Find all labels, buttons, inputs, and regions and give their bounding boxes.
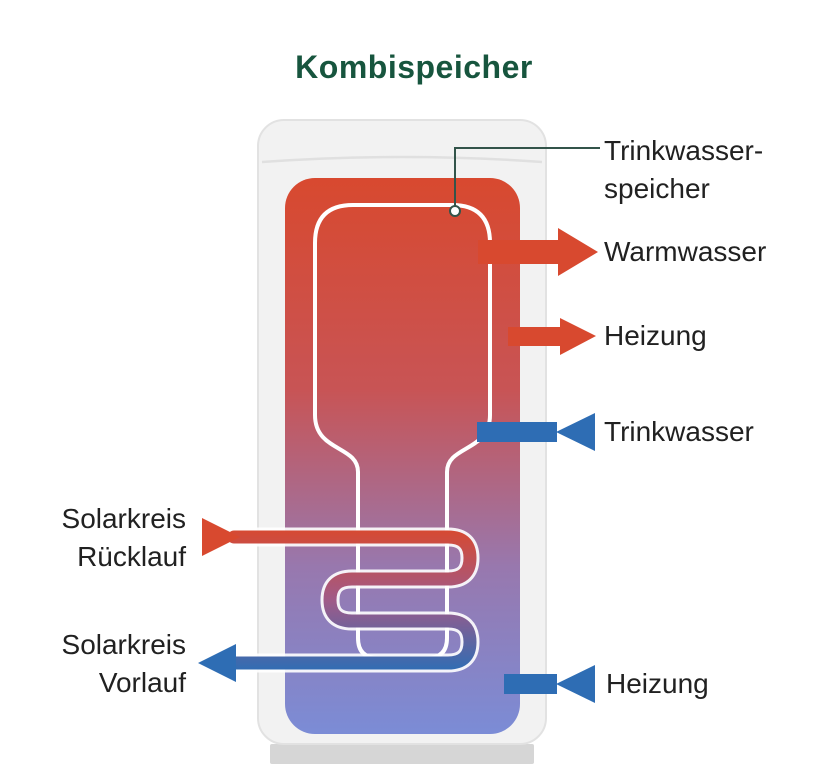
- heating-supply-arrow-shaft: [508, 327, 560, 346]
- label-solarkreis-ruecklauf-line2: Rücklauf: [77, 541, 186, 572]
- label-trinkwasserspeicher-line1: Trinkwasser-: [604, 135, 764, 166]
- label-solarkreis-vorlauf-line1: Solarkreis: [61, 629, 186, 660]
- label-heizung-supply: Heizung: [604, 320, 707, 351]
- heating-return-arrow: [504, 665, 595, 703]
- heating-supply-arrow: [508, 318, 596, 355]
- label-warmwasser: Warmwasser: [604, 236, 767, 267]
- label-trinkwasserspeicher: Trinkwasser- speicher: [604, 132, 763, 208]
- solar-coil: [227, 530, 477, 670]
- solar-flow-arrowhead: [198, 644, 236, 682]
- heating-return-arrow-shaft: [504, 674, 557, 694]
- label-solarkreis-vorlauf-line2: Vorlauf: [98, 667, 186, 698]
- label-trinkwasser: Trinkwasser: [604, 416, 754, 447]
- drinking-water-arrowhead: [556, 413, 595, 451]
- solar-return-arrowhead: [202, 518, 240, 556]
- leader-line: [454, 147, 600, 206]
- label-solarkreis-ruecklauf-line1: Solarkreis: [61, 503, 186, 534]
- label-heizung-return: Heizung: [606, 668, 709, 699]
- warmwasser-arrow-shaft: [478, 240, 558, 264]
- diagram-title: Kombispeicher: [295, 49, 533, 85]
- temperature-gradient-body: [285, 178, 520, 734]
- leader-dot: [449, 205, 461, 217]
- drinking-water-arrow: [477, 413, 595, 451]
- label-solarkreis-vorlauf: Solarkreis Vorlauf: [62, 626, 186, 702]
- heating-return-arrowhead: [556, 665, 595, 703]
- label-solarkreis-ruecklauf: Solarkreis Rücklauf: [62, 500, 186, 576]
- tank-base: [270, 744, 534, 764]
- label-trinkwasserspeicher-line2: speicher: [604, 173, 710, 204]
- tank-lid-seam: [261, 155, 543, 164]
- warmwasser-arrowhead: [558, 228, 598, 276]
- drinking-water-arrow-shaft: [477, 422, 557, 442]
- warmwasser-arrow: [478, 228, 598, 276]
- heating-supply-arrowhead: [560, 318, 596, 355]
